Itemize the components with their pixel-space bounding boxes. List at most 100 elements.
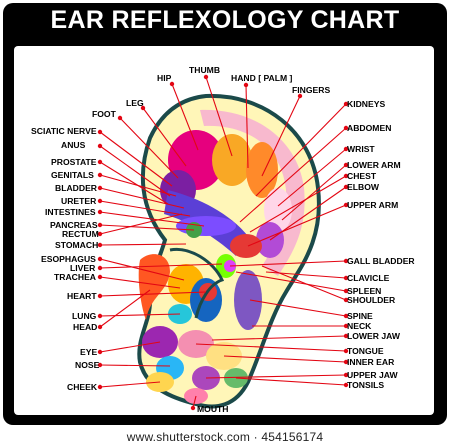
leader-dot-gall-bladder	[343, 258, 349, 264]
leader-line-leg	[142, 107, 187, 167]
leader-dot-head	[97, 324, 103, 330]
label-intestines: INTESTINES	[45, 207, 96, 217]
leader-line-upper-jaw	[205, 374, 347, 379]
leader-dot-esophagus	[97, 256, 103, 262]
leader-dot-kidneys	[343, 101, 349, 107]
label-inner-ear: INNER EAR	[347, 357, 395, 367]
leader-line-spleen	[235, 271, 347, 292]
leader-dot-rectum	[97, 231, 103, 237]
leader-dot-bladder	[97, 185, 103, 191]
leader-dot-inner-ear	[343, 359, 349, 365]
leader-dot-anus	[97, 143, 103, 149]
leader-line-abdomen	[239, 127, 347, 223]
label-hip: HIP	[157, 73, 172, 83]
leader-line-rectum	[99, 213, 183, 235]
label-rectum: RECTUM	[62, 229, 99, 239]
leader-dot-chest	[343, 173, 349, 179]
leader-dot-heart	[97, 293, 103, 299]
leader-dot-spine	[343, 313, 349, 319]
leader-line-wrist	[277, 148, 347, 207]
zone-intestines	[176, 216, 236, 236]
label-cheek: CHEEK	[67, 382, 98, 392]
label-anus: ANUS	[61, 140, 86, 150]
label-prostate: PROSTATE	[51, 157, 97, 167]
label-bladder: BLADDER	[55, 183, 98, 193]
label-pancreas: PANCREAS	[50, 220, 98, 230]
label-hand-palm: HAND [ PALM ]	[231, 73, 293, 83]
leader-line-genitals	[99, 174, 177, 197]
leader-line-foot	[119, 117, 179, 179]
leader-line-sciatic-nerve	[99, 131, 173, 187]
label-leg: LEG	[126, 98, 144, 108]
label-thumb: THUMB	[189, 65, 220, 75]
leader-line-shoulder	[261, 265, 347, 301]
leader-dot-thumb	[203, 74, 209, 80]
chart-title: EAR REFLEXOLOGY CHART	[50, 6, 400, 34]
leader-dot-cheek	[97, 384, 103, 390]
leader-dot-hand-palm	[243, 82, 249, 88]
leader-dot-leg	[140, 105, 146, 111]
label-head: HEAD	[73, 322, 97, 332]
label-elbow: ELBOW	[347, 182, 380, 192]
leader-line-heart	[99, 291, 207, 297]
label-eye: EYE	[80, 347, 97, 357]
leader-dot-fingers	[297, 93, 303, 99]
leader-dot-lung	[97, 313, 103, 319]
leader-line-pancreas	[99, 224, 195, 231]
label-sciatic-nerve: SCIATIC NERVE	[31, 126, 97, 136]
label-tongue: TONGUE	[347, 346, 384, 356]
leader-dot-genitals	[97, 172, 103, 178]
leader-dot-tongue	[343, 348, 349, 354]
leader-line-gall-bladder	[229, 260, 347, 267]
leader-line-tongue	[195, 343, 347, 352]
leader-line-tonsils	[235, 377, 347, 386]
leader-line-thumb	[205, 76, 233, 157]
leader-line-esophagus	[99, 258, 185, 281]
label-wrist: WRIST	[347, 144, 375, 154]
leader-dot-liver	[97, 265, 103, 271]
helix-band	[200, 109, 305, 276]
label-nose: NOSE	[75, 360, 100, 370]
leader-dot-trachea	[97, 274, 103, 280]
leader-line-spine	[249, 299, 347, 317]
leader-line-lower-arm	[281, 164, 347, 221]
leader-dot-eye	[97, 349, 103, 355]
leader-line-liver	[99, 263, 223, 269]
label-foot: FOOT	[92, 109, 117, 119]
leader-dot-ureter	[97, 198, 103, 204]
leader-dot-foot	[117, 115, 123, 121]
concha-outline	[169, 247, 225, 319]
label-genitals: GENITALS	[51, 170, 94, 180]
leader-line-lung	[99, 313, 181, 317]
leader-dot-lower-jaw	[343, 333, 349, 339]
leader-dot-hip	[169, 81, 175, 87]
leader-line-upper-arm	[247, 204, 347, 247]
leader-line-bladder	[99, 187, 185, 209]
leader-line-nose	[99, 364, 171, 367]
leader-dot-abdomen	[343, 125, 349, 131]
leader-dot-intestines	[97, 209, 103, 215]
leader-dot-tonsils	[343, 382, 349, 388]
leader-line-ureter	[99, 200, 191, 217]
label-shoulder: SHOULDER	[347, 295, 396, 305]
leader-dot-sciatic-nerve	[97, 129, 103, 135]
label-esophagus: ESOPHAGUS	[41, 254, 96, 264]
zone-thumb	[212, 134, 252, 186]
leader-dot-elbow	[343, 184, 349, 190]
zone-spine	[234, 270, 262, 330]
label-heart: HEART	[67, 291, 97, 301]
label-neck: NECK	[347, 321, 372, 331]
leader-dot-pancreas	[97, 222, 103, 228]
label-spleen: SPLEEN	[347, 286, 381, 296]
leader-lines	[97, 74, 349, 411]
leader-line-hand-palm	[245, 84, 249, 169]
leader-line-head	[99, 289, 151, 328]
label-chest: CHEST	[347, 171, 377, 181]
leader-dot-upper-jaw	[343, 372, 349, 378]
leader-dot-upper-arm	[343, 202, 349, 208]
leader-line-chest	[249, 175, 347, 233]
leader-dot-clavicle	[343, 275, 349, 281]
leader-dot-nose	[97, 362, 103, 368]
leader-dot-stomach	[97, 242, 103, 248]
